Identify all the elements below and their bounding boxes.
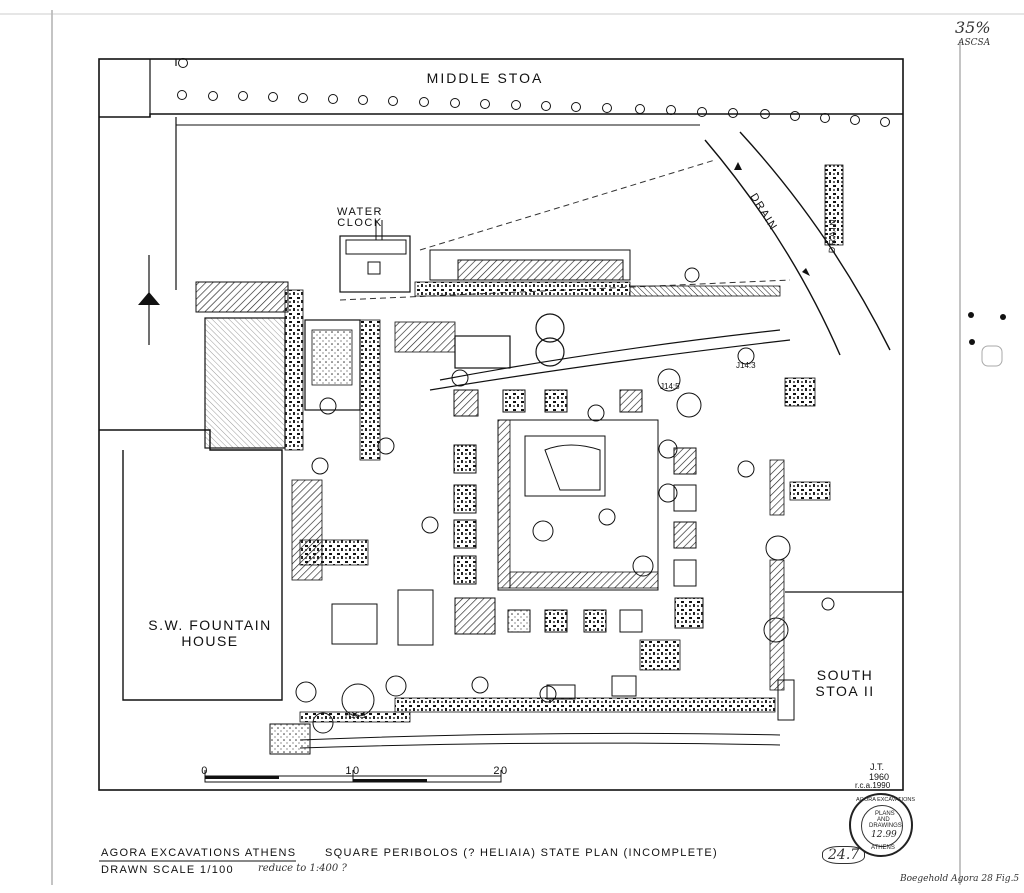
label-j14-3: J14:3 <box>736 361 756 370</box>
corner-code: ASCSA <box>958 38 991 48</box>
scale-bar <box>204 770 502 783</box>
credit-year: 1960 <box>869 772 890 782</box>
plan-frame <box>98 58 904 791</box>
middle-stoa-wall <box>99 113 903 118</box>
label-middle-stoa: MIDDLE STOA <box>426 70 544 86</box>
scale-tick-0: 0 <box>201 765 209 777</box>
peribolos-wall <box>439 329 781 381</box>
sw-fountain-house <box>99 429 283 701</box>
drain-channel <box>704 139 841 356</box>
label-h15-1: H15:1 <box>345 711 367 720</box>
caption-institution: AGORA EXCAVATIONS ATHENS <box>101 847 297 859</box>
stamp-number: 12.99 <box>871 830 897 840</box>
stamp-bottom: ATHENS <box>871 845 895 851</box>
label-drain-right: DRAIN <box>826 217 839 254</box>
stamp-center-2: AND <box>877 817 890 823</box>
credit-revision: r.c.a.1990 <box>855 781 891 790</box>
label-south-stoa-line1: SOUTH <box>816 667 874 683</box>
agora-excavations-stamp: AGORA EXCAVATIONS PLANS AND DRAWINGS 12.… <box>849 793 915 857</box>
caption-title: SQUARE PERIBOLOS (? HELIAIA) STATE PLAN … <box>325 847 718 859</box>
stoa-colonnade <box>177 58 890 127</box>
caption-handwritten-reduce: reduce to 1:400 ? <box>258 863 347 874</box>
label-j14-5: J14:5 <box>660 382 680 391</box>
footer-note: Boegehold Agora 28 Fig.5 <box>900 874 1020 884</box>
label-south-stoa-line2: STOA II <box>815 683 875 699</box>
scale-tick-10: 10 <box>345 765 361 777</box>
plate-number: 24.7 <box>822 846 866 864</box>
caption-scale: DRAWN SCALE 1/100 <box>101 864 234 876</box>
stamp-center-1: PLANS <box>875 811 895 817</box>
label-water-clock-line1: WATER <box>337 206 383 218</box>
label-sw-fountain-line1: S.W. FOUNTAIN <box>148 617 272 633</box>
corner-number: 35% <box>955 18 991 37</box>
pier-bases <box>453 389 704 635</box>
stamp-ring-text: AGORA EXCAVATIONS <box>856 797 915 803</box>
label-sw-fountain-line2: HOUSE <box>181 633 239 649</box>
credit-initials: J.T. <box>870 762 885 772</box>
label-water-clock-line2: CLOCK <box>337 217 383 229</box>
stamp-center-3: DRAWINGS <box>869 823 902 829</box>
scale-tick-20: 20 <box>493 765 509 777</box>
water-clock <box>339 235 411 293</box>
